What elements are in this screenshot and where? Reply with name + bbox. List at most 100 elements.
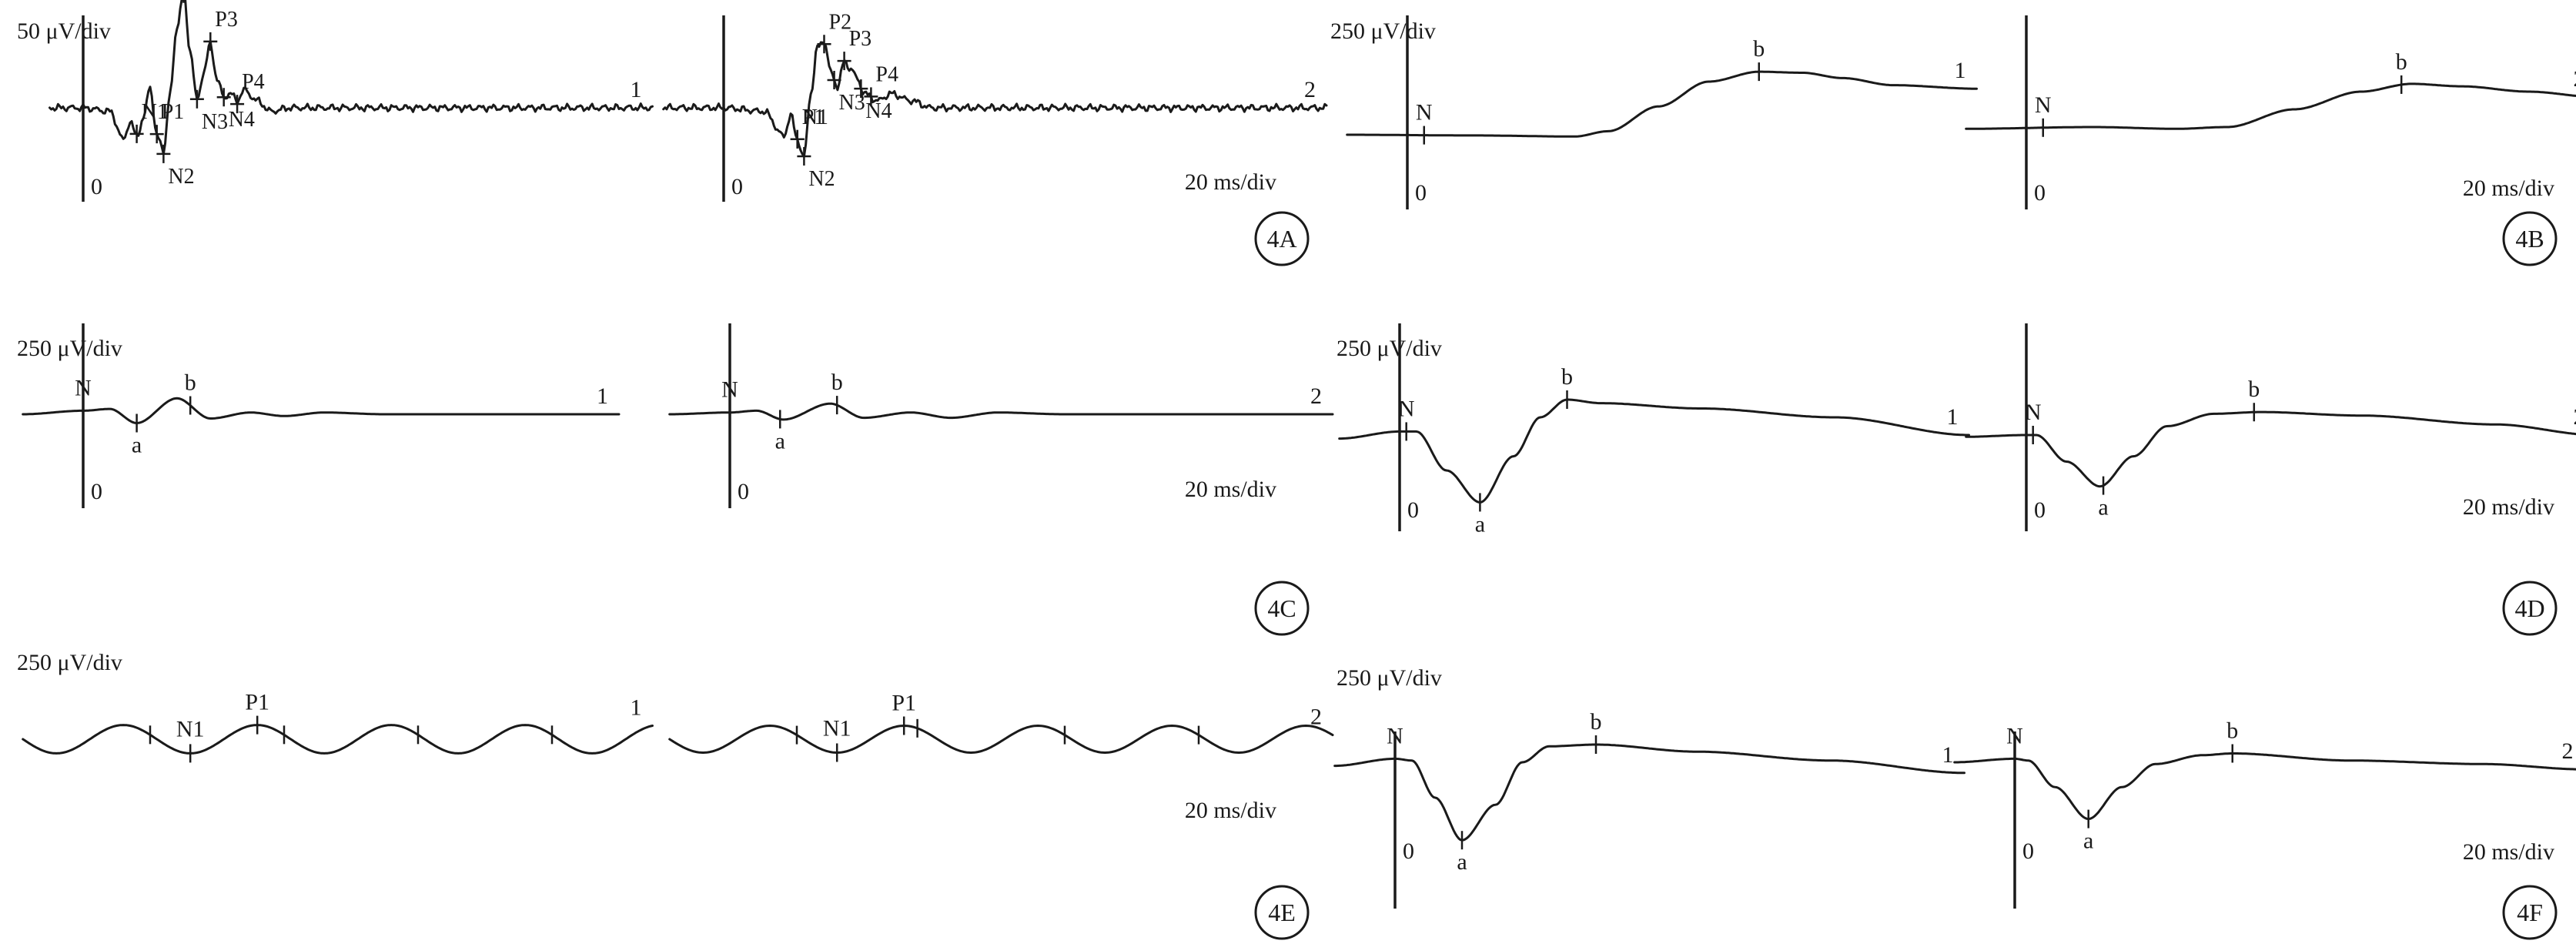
peak-label: N1 xyxy=(823,715,851,741)
peak-marker: a xyxy=(2083,809,2093,854)
panel-badge: 4C xyxy=(1254,581,1310,636)
peak-marker: b xyxy=(2248,377,2260,422)
peak-label: N xyxy=(1387,723,1403,748)
peak-marker: P2 xyxy=(817,10,852,54)
peak-marker: P4 xyxy=(864,62,898,106)
peak-marker: b xyxy=(2396,49,2407,94)
peak-label: a xyxy=(775,428,785,454)
peak-marker: N1 xyxy=(129,100,168,143)
peak-label: b xyxy=(1753,36,1765,62)
channel-label: 2 xyxy=(2562,738,2574,764)
origin-label: 0 xyxy=(91,479,102,504)
panel-label: 4B xyxy=(2515,225,2544,253)
peak-label: P1 xyxy=(802,105,825,129)
peak-label: N1 xyxy=(142,100,168,124)
peak-marker: a xyxy=(1457,831,1467,875)
peak-label: N4 xyxy=(865,99,892,123)
channel-label: 2 xyxy=(1304,77,1316,102)
peak-marker: b xyxy=(1561,364,1573,409)
peak-label: N xyxy=(1416,100,1433,126)
peak-marker: P4 xyxy=(230,70,265,114)
origin-label: 0 xyxy=(2034,497,2046,523)
y-scale-label: 250 μV/div xyxy=(1337,665,1442,691)
peak-marker: b xyxy=(831,370,843,415)
peak-label: P1 xyxy=(245,690,269,715)
peak-marker: P1 xyxy=(149,100,185,144)
peak-marker: P3 xyxy=(203,8,238,51)
origin-label: 0 xyxy=(1403,839,1414,864)
waveform-line xyxy=(1333,743,1965,842)
peak-marker: a xyxy=(775,410,785,454)
y-scale-label: 250 μV/div xyxy=(1337,336,1442,361)
x-scale-label: 20 ms/div xyxy=(2463,176,2554,201)
x-scale-label: 20 ms/div xyxy=(2463,839,2554,865)
channel-label: 2 xyxy=(2574,404,2576,430)
channel-label: 2 xyxy=(2574,66,2576,92)
panel-badge: 4D xyxy=(2502,581,2558,636)
waveform-line xyxy=(1346,70,1978,138)
peak-marker: b xyxy=(2226,718,2238,763)
x-scale-label: 20 ms/div xyxy=(1185,477,1276,502)
peak-label: b xyxy=(185,370,196,396)
trace-2: 2 0 Nb xyxy=(1965,15,2576,209)
peak-label: N2 xyxy=(168,165,194,189)
peak-marker: N xyxy=(1387,723,1403,768)
origin-label: 0 xyxy=(1415,180,1427,206)
peak-label: P1 xyxy=(892,691,916,716)
panel-badge: 4B xyxy=(2502,211,2558,266)
peak-label: N xyxy=(75,375,92,400)
trace-2: 2 0 Na b xyxy=(1965,323,2576,531)
channel-label: 2 xyxy=(1310,383,1322,409)
panel-label: 4E xyxy=(1268,899,1296,926)
trace-2: 2 N1 P1 xyxy=(668,691,1334,762)
peak-label: P3 xyxy=(215,8,238,32)
x-scale-label: 20 ms/div xyxy=(2463,494,2554,520)
channel-label: 2 xyxy=(1310,705,1322,730)
waveform-line xyxy=(668,725,1334,754)
peak-label: a xyxy=(1457,849,1467,875)
peak-label: a xyxy=(2098,495,2108,521)
waveform-line xyxy=(22,724,654,755)
panel-label: 4C xyxy=(1267,594,1296,622)
peak-label: P3 xyxy=(849,27,872,51)
peak-label: N xyxy=(721,377,738,403)
peak-marker: N xyxy=(2035,92,2052,137)
peak-label: P4 xyxy=(242,70,265,94)
peak-label: N4 xyxy=(229,108,255,132)
peak-marker: N xyxy=(2025,400,2042,444)
panel-badge: 4F xyxy=(2502,885,2558,940)
origin-label: 0 xyxy=(2034,180,2046,206)
y-scale-label: 50 μV/div xyxy=(17,18,111,44)
peak-label: N xyxy=(2035,92,2052,118)
peak-marker: P3 xyxy=(837,27,872,71)
origin-label: 0 xyxy=(738,479,749,504)
peak-label: N2 xyxy=(808,167,835,191)
panel-label: 4A xyxy=(1266,225,1296,253)
peak-marker: a xyxy=(132,413,142,458)
peak-marker: P1 xyxy=(892,691,916,735)
trace-1: 10N1P1N2P2N3P3N4P4 xyxy=(49,0,654,202)
peak-label: N xyxy=(2006,723,2023,748)
waveform-line xyxy=(49,0,654,156)
peak-label: P2 xyxy=(829,10,852,34)
peak-marker: P1 xyxy=(790,105,825,149)
peak-label: b xyxy=(2396,49,2407,75)
peak-label: b xyxy=(1591,709,1602,735)
peak-label: b xyxy=(1561,364,1573,390)
peak-marker: N xyxy=(2006,723,2023,768)
peak-marker: N2 xyxy=(156,144,195,189)
channel-label: 1 xyxy=(1955,58,1966,83)
peak-label: b xyxy=(831,370,843,395)
origin-label: 0 xyxy=(1407,497,1419,523)
trace-1: 1 0 Nb xyxy=(1346,15,1978,209)
peak-label: P1 xyxy=(162,100,185,124)
peak-label: a xyxy=(1475,511,1485,537)
peak-marker: a xyxy=(2098,476,2109,521)
origin-label: 0 xyxy=(91,174,102,199)
peak-marker: b xyxy=(1753,36,1765,82)
